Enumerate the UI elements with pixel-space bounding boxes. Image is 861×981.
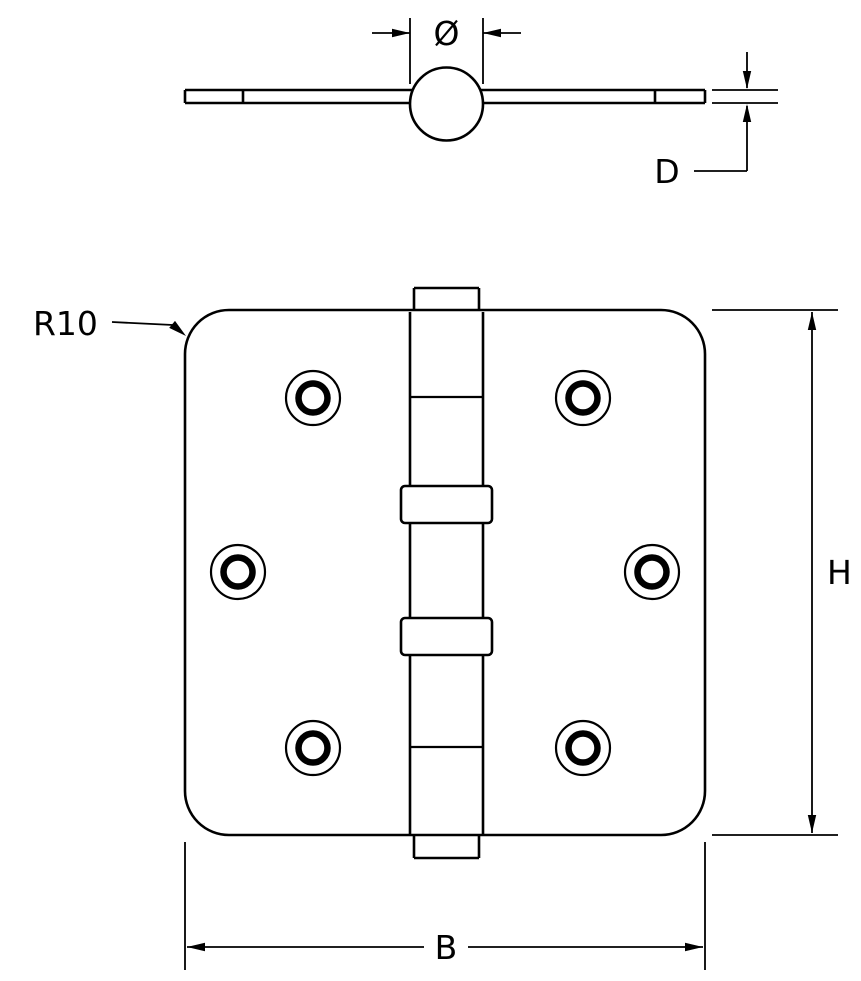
screw-hole-countersink [209,543,267,601]
height-label: H [827,553,852,592]
corner-radius-label: R10 [33,304,98,343]
width-extension-lines [184,842,706,970]
screw-hole-countersink [554,369,612,427]
bearing-ring-lower [399,616,494,657]
thickness-dimension: D [654,52,778,191]
diameter-arrow-left [392,28,410,38]
bearing-ring-upper [399,484,494,525]
screw-hole-countersink [284,719,342,777]
screw-hole-top-right [554,369,612,427]
screw-hole-bore [295,730,331,766]
diameter-extension-lines [409,18,484,84]
pin-cap-top [412,286,481,310]
right-leaf-profile [480,88,707,105]
screw-hole-countersink [284,369,342,427]
screw-hole-middle-left [209,543,267,601]
corner-radius-callout: R10 [33,304,186,343]
thickness-label: D [654,152,679,191]
corner-radius-arrow [169,320,186,336]
diameter-dimension: Ø [372,14,521,84]
screw-hole-bottom-right [554,719,612,777]
screw-hole-countersink [623,543,681,601]
pin-cap-bottom [412,835,481,860]
height-dimension: H [712,309,852,836]
pin-knuckle-circle [408,66,485,142]
thickness-dimension-lines [694,52,748,172]
thickness-extension-lines [712,89,778,104]
left-leaf-profile [183,88,413,105]
width-arrow-left [187,942,205,952]
screw-hole-bottom-left [284,719,342,777]
knuckle-division-lines [410,395,483,749]
hinge-edge-view [183,66,707,142]
screw-hole-top-left [284,369,342,427]
width-dimension: B [184,842,706,970]
hinge-plate [183,308,707,837]
thickness-arrow-bottom [742,104,752,122]
screw-hole-middle-right [623,543,681,601]
height-arrow-top [807,312,817,330]
diameter-arrow-right [483,28,501,38]
hinge-front-view [183,286,707,860]
height-extension-lines [712,309,838,836]
diameter-label: Ø [434,14,460,53]
screw-hole-bore [634,554,670,590]
width-arrow-right [685,942,703,952]
screw-hole-bore [220,554,256,590]
width-label: B [435,928,458,967]
screw-hole-bore [565,730,601,766]
corner-radius-leader-line [111,321,174,326]
screw-hole-bore [295,380,331,416]
screw-hole-bore [565,380,601,416]
height-arrow-bottom [807,815,817,833]
screw-hole-countersink [554,719,612,777]
thickness-arrow-top [742,71,752,89]
